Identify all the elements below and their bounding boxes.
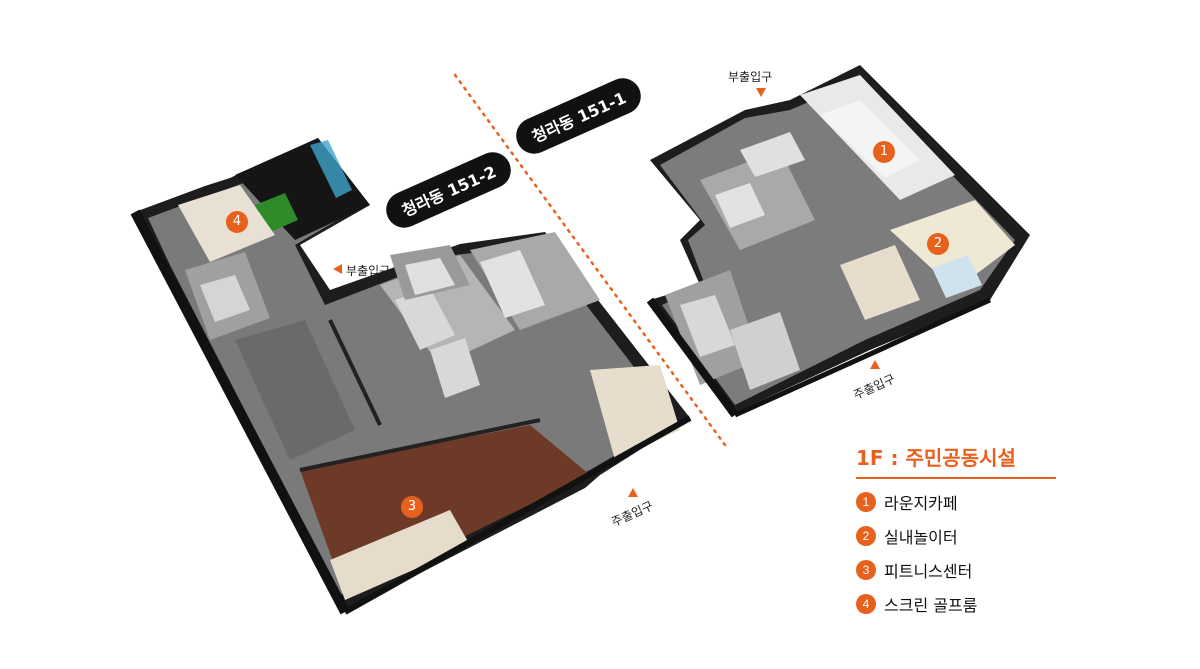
legend-item: 3 피트니스센터 bbox=[856, 559, 1066, 581]
facility-marker-playroom: 2 bbox=[927, 233, 949, 255]
legend-label: 스크린 골프룸 bbox=[884, 596, 978, 615]
entrance-arrow-right-main bbox=[870, 360, 880, 369]
legend-item: 4 스크린 골프룸 bbox=[856, 593, 1066, 615]
entrance-label-right-side: 부출입구 bbox=[728, 70, 773, 84]
legend-badge: 2 bbox=[856, 526, 876, 546]
legend-title: 1F : 주민공동시설 bbox=[856, 442, 1056, 479]
facility-marker-golf: 4 bbox=[226, 211, 248, 233]
building-left-model bbox=[130, 138, 692, 615]
facility-marker-fitness: 3 bbox=[401, 496, 423, 518]
legend-item: 1 라운지카페 bbox=[856, 491, 1066, 513]
legend: 1F : 주민공동시설 1 라운지카페 2 실내놀이터 3 피트니스센터 4 스… bbox=[856, 442, 1066, 615]
legend-label: 라운지카페 bbox=[884, 494, 958, 513]
entrance-arrow-left-side bbox=[333, 264, 342, 274]
entrance-arrow-left-main bbox=[628, 488, 638, 497]
legend-label: 피트니스센터 bbox=[884, 562, 973, 581]
entrance-label-left-side: 부출입구 bbox=[346, 264, 391, 278]
facility-marker-cafe: 1 bbox=[873, 141, 895, 163]
legend-badge: 1 bbox=[856, 492, 876, 512]
legend-item: 2 실내놀이터 bbox=[856, 525, 1066, 547]
legend-badge: 3 bbox=[856, 560, 876, 580]
legend-label: 실내놀이터 bbox=[884, 528, 958, 547]
entrance-arrow-right-side bbox=[756, 88, 766, 97]
legend-badge: 4 bbox=[856, 594, 876, 614]
building-right-model bbox=[646, 65, 1030, 418]
